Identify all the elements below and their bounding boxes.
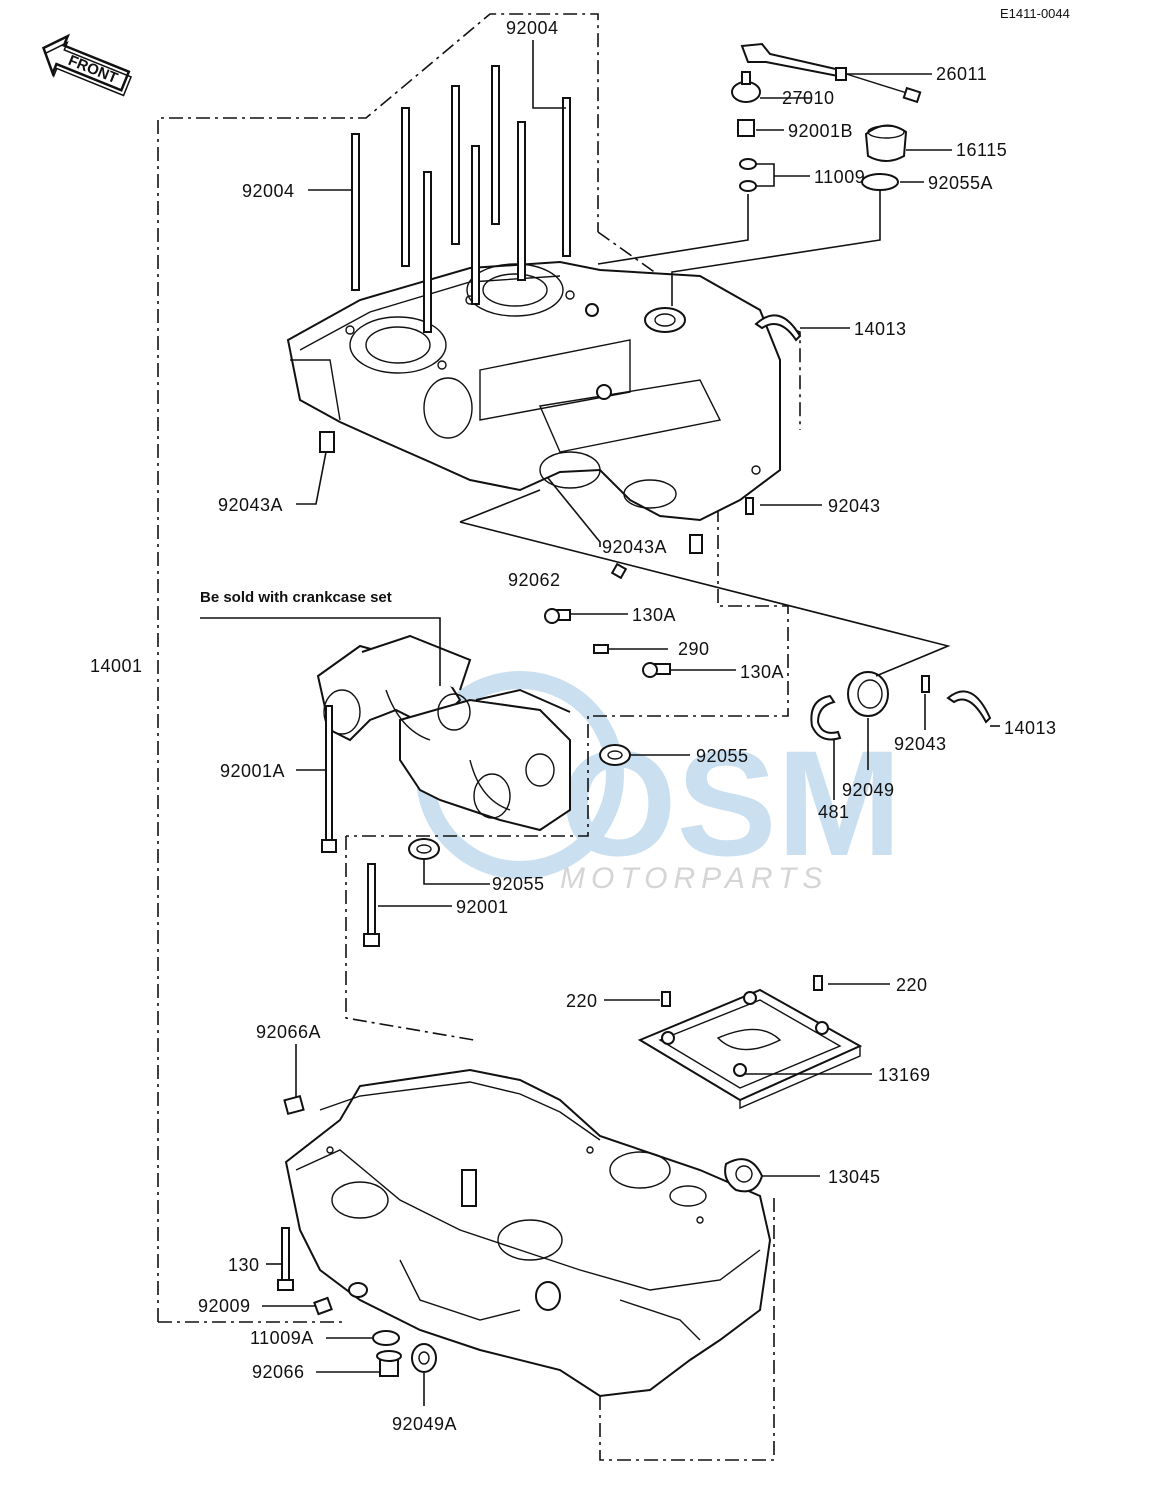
part-labels: 92004 92004 26011 27010 92001B 16115 110… — [90, 18, 1057, 1434]
bolt-92001 — [367, 863, 376, 941]
dowel-92043A-left — [319, 431, 335, 453]
screw-220-right — [813, 975, 823, 991]
stud-6 — [471, 145, 480, 305]
label-92043A-left: 92043A — [218, 495, 283, 515]
label-92001: 92001 — [456, 897, 509, 917]
label-220-right: 220 — [896, 975, 928, 995]
label-130A-a: 130A — [632, 605, 676, 625]
stud-2 — [401, 107, 410, 267]
diagram-code: E1411-0044 — [1000, 6, 1070, 21]
strainer-cover — [637, 975, 863, 1110]
label-92055A: 92055A — [928, 173, 993, 193]
oil-filler-cap — [864, 124, 908, 162]
label-92043A-mid: 92043A — [602, 537, 667, 557]
label-92049A: 92049A — [392, 1414, 457, 1434]
stud-5 — [423, 171, 432, 333]
stud-4 — [491, 65, 500, 225]
seal-13045 — [724, 1158, 764, 1193]
label-13045: 13045 — [828, 1167, 881, 1187]
upper-crankcase — [286, 260, 781, 522]
o-ring-92055A — [861, 173, 899, 191]
bolt-130 — [281, 1227, 290, 1285]
stud-3 — [451, 85, 460, 245]
oil-pressure-switch-parts — [731, 42, 922, 342]
plug-92009 — [313, 1296, 333, 1316]
circlip-481 — [810, 694, 842, 741]
label-13169: 13169 — [878, 1065, 931, 1085]
bolt-92001A — [325, 705, 333, 847]
note-crankcase-set: Be sold with crankcase set — [200, 589, 392, 606]
label-11009: 11009 — [814, 167, 865, 187]
washer-11009-b — [739, 180, 757, 192]
label-92043-low: 92043 — [894, 734, 947, 754]
label-11009A: 11009A — [250, 1328, 314, 1348]
front-arrow-icon: FRONT — [41, 33, 133, 97]
crankshaft-bearing-caps — [316, 634, 571, 832]
washer-11009A — [372, 1330, 400, 1346]
stud-7 — [517, 121, 526, 281]
label-92043-right: 92043 — [828, 496, 881, 516]
label-92066: 92066 — [252, 1362, 305, 1382]
label-26011: 26011 — [936, 64, 987, 84]
label-92066A: 92066A — [256, 1022, 321, 1042]
dowel-92043A-mid — [689, 534, 703, 554]
label-14013-low: 14013 — [1004, 718, 1057, 738]
lower-small-parts — [277, 1094, 764, 1377]
plug-92062 — [610, 562, 628, 580]
label-16115: 16115 — [956, 140, 1007, 160]
stud-1 — [351, 133, 360, 291]
screw-220-left — [661, 991, 671, 1007]
half-ring-14013-low — [946, 690, 992, 724]
stud-8 — [562, 97, 571, 257]
label-92049: 92049 — [842, 780, 895, 800]
seal-group — [810, 671, 992, 741]
watermark-sub: MOTORPARTS — [560, 862, 828, 895]
lower-crankcase — [284, 1068, 772, 1398]
label-92001B: 92001B — [788, 121, 853, 141]
label-220-left: 220 — [566, 991, 598, 1011]
label-14013-top: 14013 — [854, 319, 907, 339]
label-27010: 27010 — [782, 88, 835, 108]
fitting-92001B — [737, 119, 755, 137]
washer-11009-a — [739, 158, 757, 170]
leader-lines — [200, 40, 1000, 1406]
half-ring-14013-top — [754, 314, 802, 342]
label-92009: 92009 — [198, 1296, 251, 1316]
label-92062: 92062 — [508, 570, 561, 590]
label-130A-b: 130A — [740, 662, 784, 682]
seal-92055-low — [408, 838, 440, 860]
label-92004-left: 92004 — [242, 181, 295, 201]
label-92001A: 92001A — [220, 761, 285, 781]
seal-92049A — [411, 1343, 437, 1373]
stud-bolts — [351, 65, 571, 333]
label-92055-low: 92055 — [492, 874, 545, 894]
dowel-92043-low — [921, 675, 930, 693]
label-92055-mid: 92055 — [696, 746, 749, 766]
label-92004-top: 92004 — [506, 18, 559, 38]
seal-92055-mid — [599, 744, 631, 766]
label-130: 130 — [228, 1255, 260, 1275]
label-481: 481 — [818, 802, 850, 822]
assembly-outline — [157, 13, 801, 1461]
label-290: 290 — [678, 639, 710, 659]
dowel-92043-right — [745, 497, 754, 515]
plug-92066A — [283, 1094, 305, 1116]
label-14001: 14001 — [90, 656, 143, 676]
bolt-290 — [593, 644, 609, 654]
